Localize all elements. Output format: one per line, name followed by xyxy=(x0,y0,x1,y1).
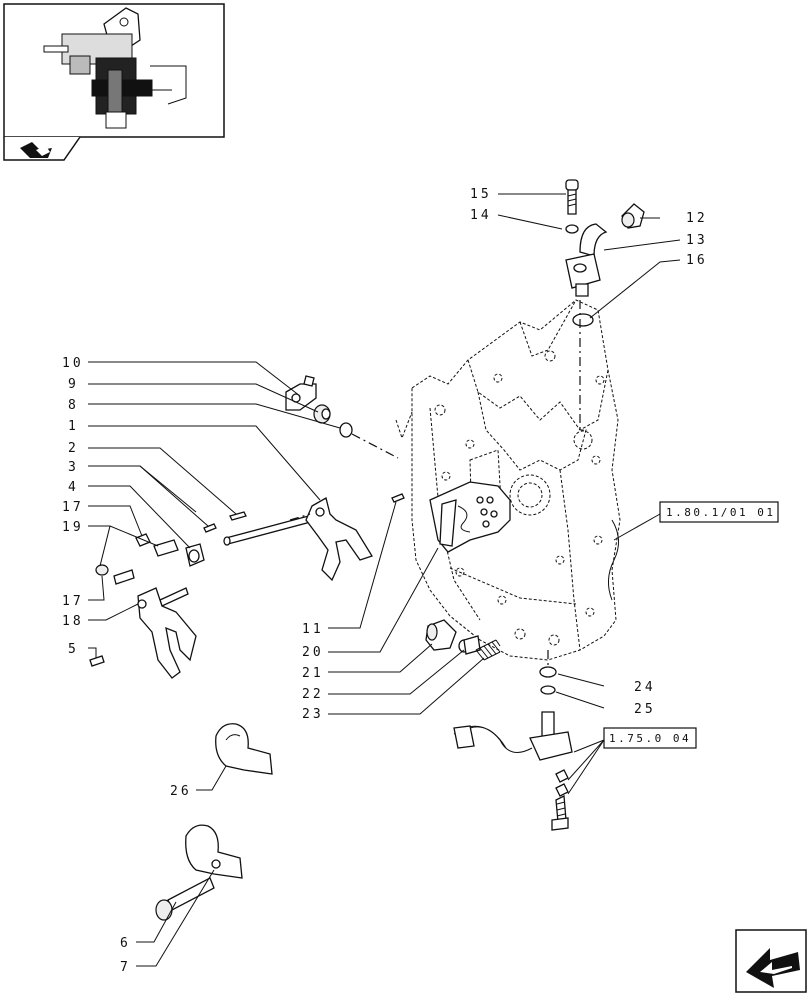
callout-14: 14 xyxy=(470,208,492,223)
selector-rod-assembly xyxy=(135,375,399,582)
callout-13: 13 xyxy=(686,233,708,248)
callout-12: 12 xyxy=(686,211,708,226)
reference-box-sensor[interactable]: 1.75.0 04 xyxy=(603,727,697,749)
bolt-15-head xyxy=(565,179,579,191)
previous-page-arrow-icon[interactable] xyxy=(735,929,807,993)
collar-4 xyxy=(185,543,205,567)
callout-23: 23 xyxy=(302,707,324,722)
leader-lines xyxy=(88,193,681,967)
o-ring-16 xyxy=(572,313,594,327)
callout-11: 11 xyxy=(302,622,324,637)
tractor-section-icon xyxy=(20,142,52,158)
callout-7: 7 xyxy=(120,960,131,975)
housing-reference-label: 1.80.1/01 01 xyxy=(666,506,775,519)
fork-18-assembly xyxy=(89,564,197,679)
reference-box-housing[interactable]: 1.80.1/01 01 xyxy=(659,501,779,523)
spring-23 xyxy=(475,639,501,661)
plug-21 xyxy=(425,619,457,651)
fork-1 xyxy=(305,497,373,582)
ball-19 xyxy=(153,539,179,557)
sensor-assembly xyxy=(453,650,573,831)
pipe-assembly xyxy=(565,179,645,430)
callout-26: 26 xyxy=(170,784,192,799)
pin-5 xyxy=(89,655,105,667)
pin-2 xyxy=(229,511,247,521)
callout-9: 9 xyxy=(68,377,79,392)
callout-18: 18 xyxy=(62,614,84,629)
callout-2: 2 xyxy=(68,441,79,456)
bracket-10 xyxy=(285,375,317,411)
ball-17 xyxy=(95,564,109,576)
thumbnail-inset xyxy=(3,3,225,161)
seal-25 xyxy=(540,685,556,695)
callout-1: 1 xyxy=(68,419,79,434)
transmission-housing xyxy=(395,299,621,661)
callout-25: 25 xyxy=(634,702,656,717)
callout-4: 4 xyxy=(68,480,79,495)
callout-19: 19 xyxy=(62,520,84,535)
bushing-9 xyxy=(313,404,331,424)
callout-16: 16 xyxy=(686,253,708,268)
clip-6-7 xyxy=(155,824,243,921)
detent-assembly xyxy=(425,619,501,661)
pipe-13 xyxy=(565,223,608,297)
callout-24: 24 xyxy=(634,680,656,695)
pin-11 xyxy=(391,493,405,503)
o-ring-8 xyxy=(339,422,353,438)
callout-10: 10 xyxy=(62,356,84,371)
callout-17-upper: 17 xyxy=(62,500,84,515)
cap-12 xyxy=(621,203,645,229)
callout-15: 15 xyxy=(470,187,492,202)
callout-3: 3 xyxy=(68,460,79,475)
callout-8: 8 xyxy=(68,398,79,413)
thumbnail-assembly-drawing xyxy=(43,7,187,129)
callout-21: 21 xyxy=(302,666,324,681)
callout-5: 5 xyxy=(68,642,79,657)
callout-17-lower: 17 xyxy=(62,594,84,609)
selector-plate-20 xyxy=(429,481,511,553)
spring-18 xyxy=(113,569,135,585)
callout-20: 20 xyxy=(302,645,324,660)
washer-14 xyxy=(565,224,579,234)
sensor-reference-label: 1.75.0 04 xyxy=(609,732,691,745)
callout-6: 6 xyxy=(120,936,131,951)
callout-22: 22 xyxy=(302,687,324,702)
bolt-15-shank xyxy=(567,189,577,215)
callout-labels: 15 14 12 13 16 10 9 8 1 2 3 4 17 19 17 1… xyxy=(62,187,708,975)
clip-26 xyxy=(215,723,273,775)
washer-24 xyxy=(539,666,557,678)
pin-3 xyxy=(203,523,217,533)
